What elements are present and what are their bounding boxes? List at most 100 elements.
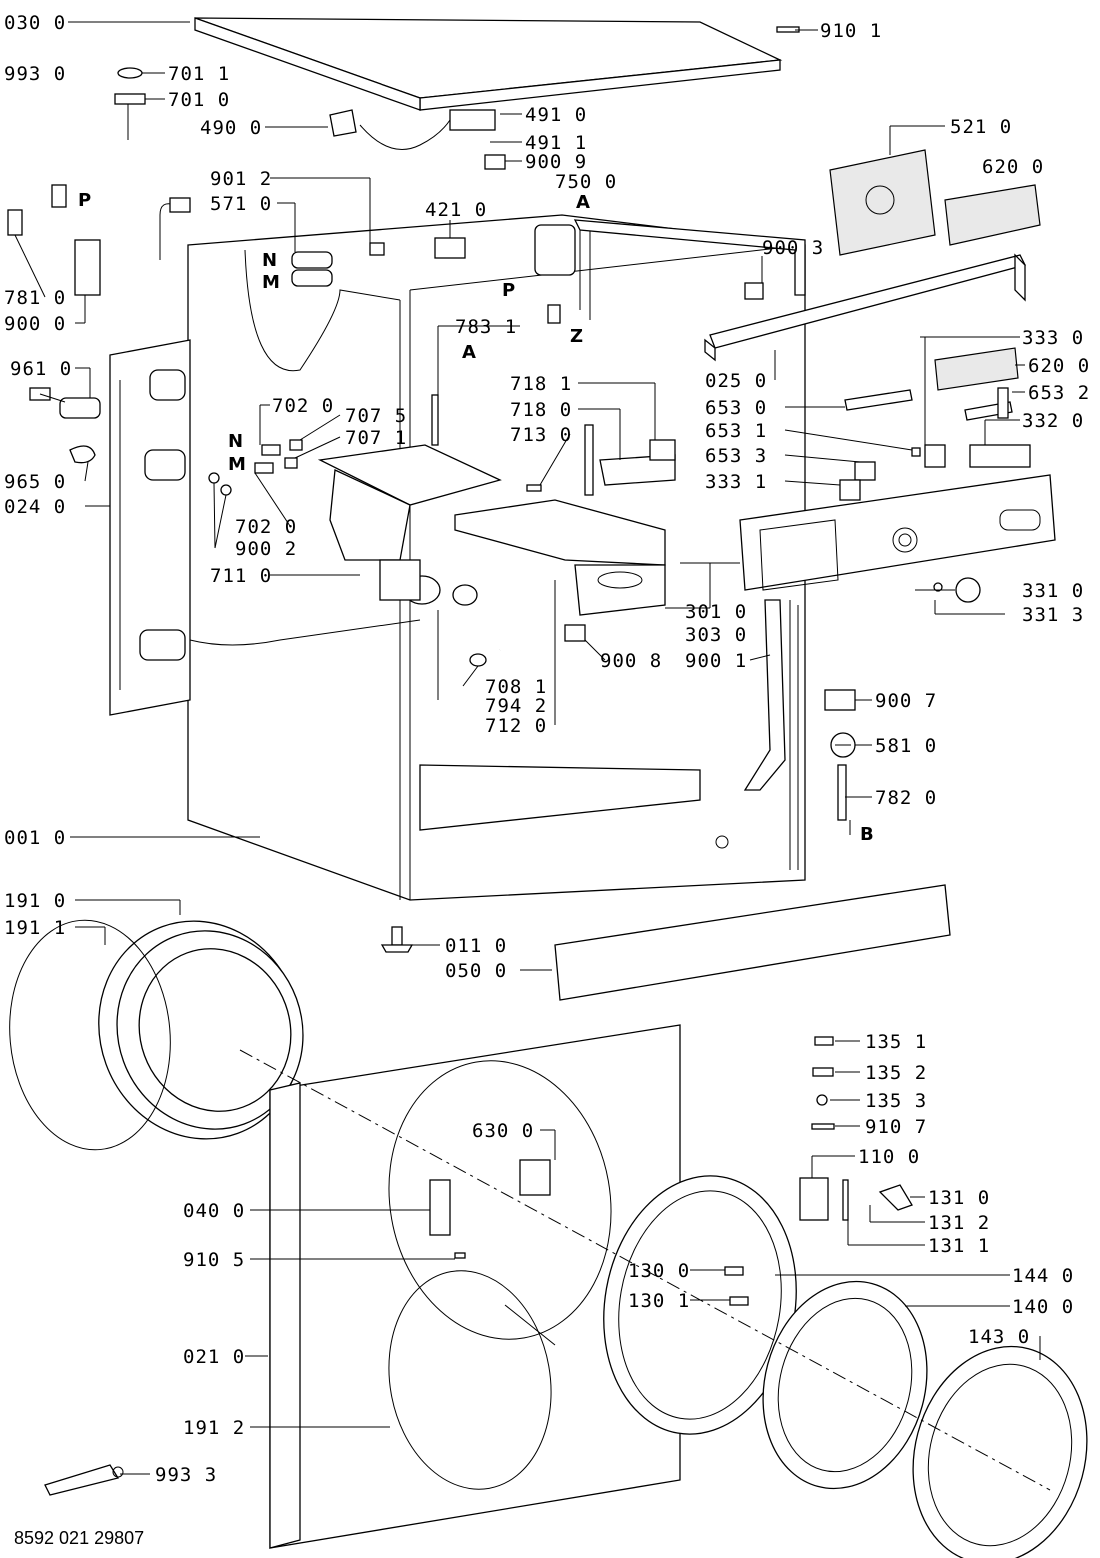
callout-708-1: 708 1	[485, 676, 547, 698]
callout-900-1: 900 1	[685, 650, 747, 672]
top-cover	[194, 17, 783, 111]
callout-630-0: 630 0	[472, 1120, 534, 1142]
callout-135-1: 135 1	[865, 1031, 927, 1053]
spring-653-1	[911, 447, 921, 457]
lever-653-3	[854, 461, 876, 481]
lever-333-0	[924, 444, 946, 468]
dispenser-housing	[317, 444, 502, 605]
marker-m-nozzle: M	[228, 454, 246, 475]
callout-713-0: 713 0	[510, 424, 572, 446]
marker-a-rod: A	[462, 342, 476, 363]
callout-144-0: 144 0	[1012, 1265, 1074, 1287]
callout-024-0: 024 0	[4, 496, 66, 518]
power-cable	[329, 109, 451, 150]
outer-door	[912, 1345, 1088, 1558]
callout-333-1: 333 1	[705, 471, 767, 493]
leader-lines	[14, 21, 1041, 1475]
clip	[369, 242, 385, 256]
control-board	[944, 184, 1041, 246]
front-panel	[269, 1024, 681, 1549]
callout-571-0: 571 0	[210, 193, 272, 215]
marker-a-valve: A	[576, 192, 590, 213]
cable-clamp	[484, 154, 506, 170]
callout-910-5: 910 5	[183, 1249, 245, 1271]
callout-910-7: 910 7	[865, 1116, 927, 1138]
callout-701-1: 701 1	[168, 63, 230, 85]
solenoid-valves	[291, 251, 333, 287]
callout-718-0: 718 0	[510, 399, 572, 421]
foot	[380, 926, 414, 953]
callout-993-3: 993 3	[155, 1464, 217, 1486]
callout-301-0: 301 0	[685, 601, 747, 623]
screw-135-1	[814, 1036, 834, 1046]
connector-900-7	[824, 689, 856, 711]
seal-spring-191-1	[9, 919, 171, 1151]
display-board	[934, 347, 1019, 391]
knob-cap	[933, 582, 943, 592]
marker-p-valve: P	[502, 280, 515, 301]
service-tool	[44, 1464, 124, 1496]
pin-131-1	[842, 1179, 849, 1221]
pump-filter	[29, 387, 101, 419]
marker-m-valve: M	[262, 272, 280, 293]
screw-910-5	[454, 1252, 466, 1259]
clamp-900-2a	[208, 472, 220, 484]
callout-490-0: 490 0	[200, 117, 262, 139]
washer-135-3	[816, 1094, 828, 1106]
callout-040-0: 040 0	[183, 1200, 245, 1222]
clamp-900-3	[744, 282, 764, 300]
callout-050-0: 050 0	[445, 960, 507, 982]
callout-331-0: 331 0	[1022, 580, 1084, 602]
hinge-piece-130-1	[729, 1296, 749, 1306]
callout-135-3: 135 3	[865, 1090, 927, 1112]
siphon-718-1	[649, 439, 676, 461]
callout-900-0: 900 0	[4, 313, 66, 335]
door-glass	[762, 1280, 928, 1490]
water-valve	[534, 224, 576, 324]
clip-713-0	[526, 484, 542, 492]
handle-110-0	[799, 1177, 829, 1221]
callout-783-1: 783 1	[455, 316, 517, 338]
door-seal	[98, 920, 304, 1140]
inlet-connector	[114, 67, 146, 140]
bracket-653-2	[997, 387, 1009, 419]
callout-750-0: 750 0	[555, 171, 617, 193]
callout-191-0: 191 0	[4, 890, 66, 912]
callout-653-1: 653 1	[705, 420, 767, 442]
callout-712-0: 712 0	[485, 715, 547, 737]
interference-suppressor	[434, 237, 466, 259]
callout-521-0: 521 0	[950, 116, 1012, 138]
callout-303-0: 303 0	[685, 624, 747, 646]
nozzle-707b	[284, 457, 298, 469]
callout-702-0-lower: 702 0	[235, 516, 297, 538]
callout-135-2: 135 2	[865, 1062, 927, 1084]
callout-900-7: 900 7	[875, 690, 937, 712]
callout-025-0: 025 0	[705, 370, 767, 392]
callout-701-0: 701 0	[168, 89, 230, 111]
switch-block-332-0	[969, 444, 1031, 468]
rod-783-1	[431, 394, 439, 446]
callout-653-3: 653 3	[705, 445, 767, 467]
hook-131-0	[878, 1184, 913, 1211]
spring-135-2	[812, 1067, 834, 1077]
callout-900-2: 900 2	[235, 538, 297, 560]
callout-143-0: 143 0	[968, 1326, 1030, 1348]
callout-794-2: 794 2	[485, 695, 547, 717]
marker-z: Z	[570, 326, 583, 347]
pressure-hose	[837, 764, 847, 821]
callout-131-0: 131 0	[928, 1187, 990, 1209]
seal-965-0	[69, 445, 96, 464]
callout-707-5: 707 5	[345, 405, 407, 427]
callout-421-0: 421 0	[425, 199, 487, 221]
callout-993-0: 993 0	[4, 63, 66, 85]
callout-620-0-lower: 620 0	[1028, 355, 1090, 377]
callout-702-0-upper: 702 0	[272, 395, 334, 417]
callout-130-0: 130 0	[628, 1260, 690, 1282]
callout-782-0: 782 0	[875, 787, 937, 809]
callout-901-2: 901 2	[210, 168, 272, 190]
knob	[955, 577, 981, 603]
document-number: 8592 021 29807	[14, 1528, 145, 1548]
button-bar-653-0	[844, 389, 913, 411]
callout-030-0: 030 0	[4, 12, 66, 34]
crossbar	[704, 253, 1026, 362]
